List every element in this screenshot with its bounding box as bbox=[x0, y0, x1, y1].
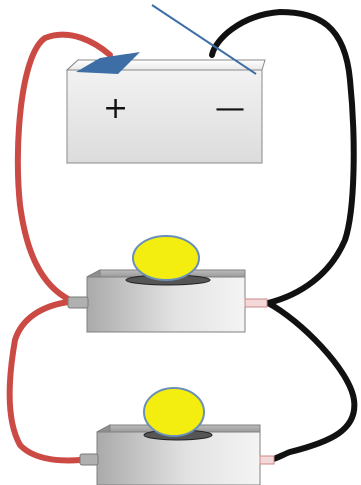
bulb-socket-2 bbox=[79, 387, 275, 485]
negative-wire-battery-to-socket1 bbox=[209, 8, 357, 306]
positive-terminal-clip bbox=[76, 52, 140, 74]
battery: + — bbox=[65, 4, 266, 165]
positive-wire-socket1-to-socket2 bbox=[6, 299, 83, 464]
socket-1-right-terminal bbox=[244, 298, 268, 308]
negative-terminal-clip bbox=[151, 4, 257, 75]
bulb-2 bbox=[143, 387, 205, 437]
negative-wire-socket1-to-socket2 bbox=[265, 300, 358, 463]
negative-sign: — bbox=[215, 91, 245, 126]
battery-body bbox=[66, 69, 263, 164]
positive-sign: + bbox=[103, 91, 128, 126]
socket-1-left-terminal bbox=[67, 296, 89, 309]
bulb-socket-1 bbox=[67, 235, 268, 333]
bulb-1 bbox=[132, 235, 200, 281]
socket-2-right-terminal bbox=[259, 455, 275, 465]
socket-2-left-terminal bbox=[79, 453, 99, 466]
positive-wire-battery-to-socket1 bbox=[14, 31, 113, 303]
